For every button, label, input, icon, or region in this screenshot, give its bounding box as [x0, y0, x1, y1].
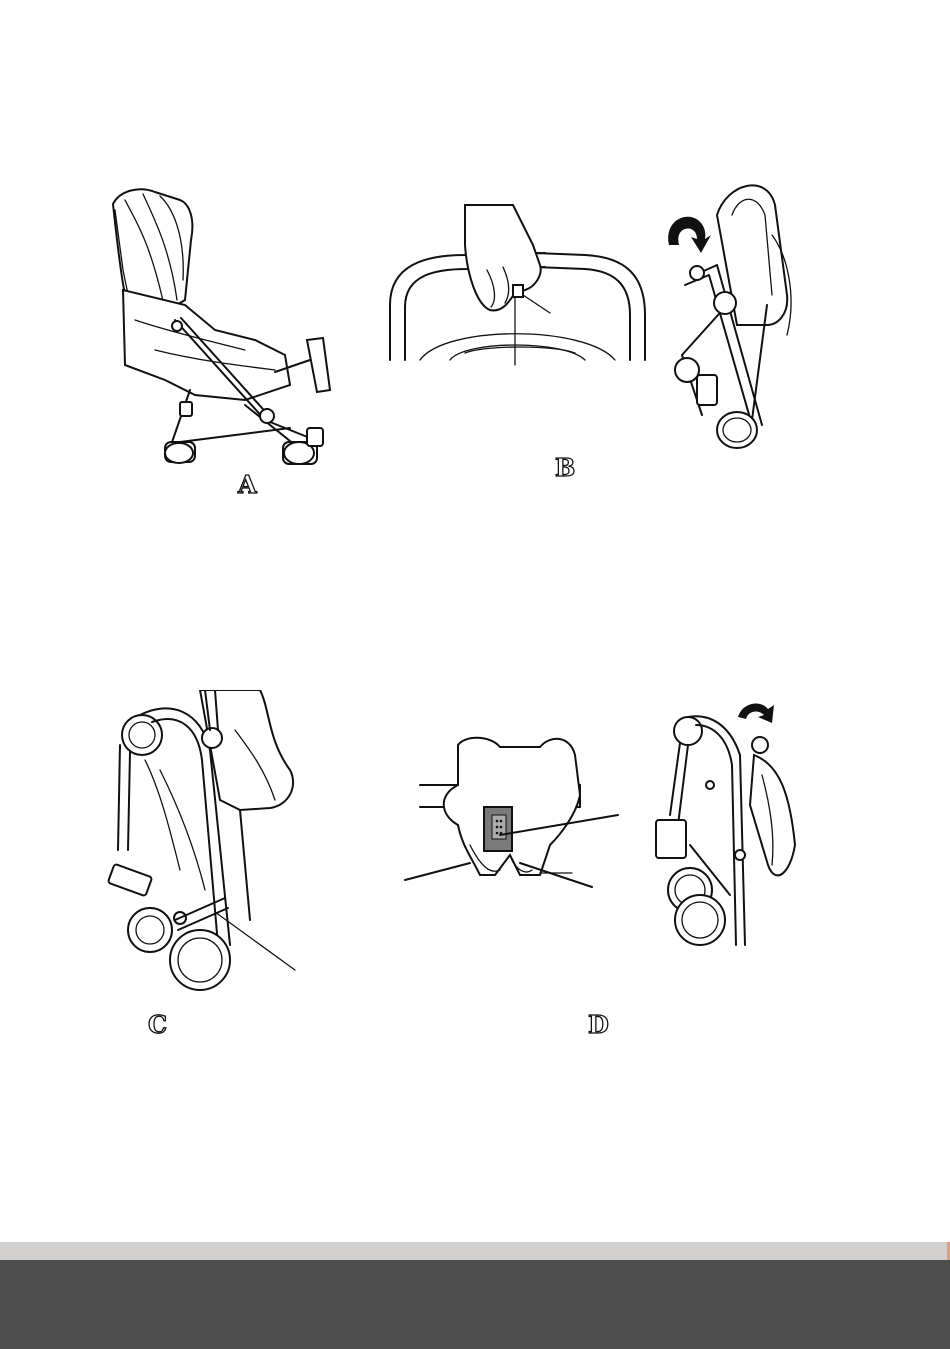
stroller-folding-illustration: [657, 175, 817, 465]
figure-b-fold-step: B: [385, 175, 815, 485]
hand-lock-illustration: [400, 735, 630, 935]
stroller-folded-lock-illustration: [100, 690, 310, 1000]
figure-c-label: C: [148, 1010, 167, 1039]
stroller-folded-compact-illustration: [650, 695, 800, 955]
rotate-arrow-icon: [738, 703, 774, 723]
footer-bar: [0, 1260, 950, 1349]
figure-c-folded-lock: C: [100, 690, 310, 1040]
figure-a-open-stroller: A: [95, 180, 345, 480]
stroller-open-illustration: [95, 180, 345, 480]
figure-a-label: A: [238, 470, 257, 499]
figure-d-label: D: [588, 1010, 609, 1039]
figure-d-lock-release: D: [400, 695, 810, 1040]
footer-band: [0, 1242, 950, 1260]
figure-b-label: B: [555, 453, 575, 482]
rotate-arrow-icon: [668, 217, 711, 253]
